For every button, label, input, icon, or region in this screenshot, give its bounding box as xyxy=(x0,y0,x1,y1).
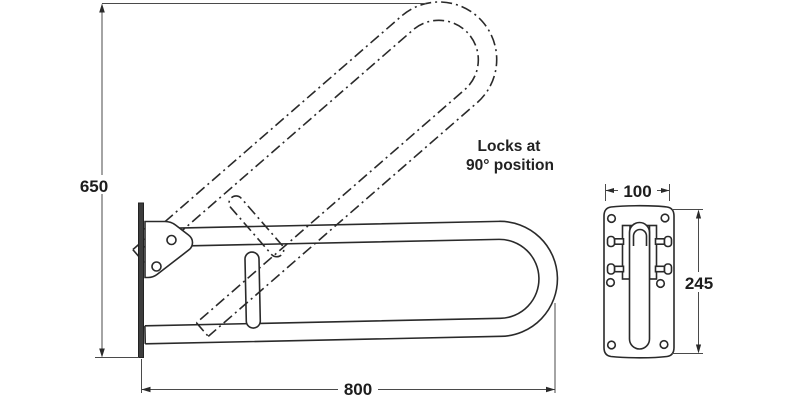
plate-hole-bottom-left xyxy=(606,340,617,350)
bar-tube-front xyxy=(628,221,651,350)
dimension-800-label: 800 xyxy=(344,380,372,399)
grab-bar-horizontal xyxy=(142,219,560,345)
plate-hole-mid-left xyxy=(605,277,616,288)
dimension-245-label: 245 xyxy=(685,274,713,293)
hinge-bolts xyxy=(606,235,673,275)
lock-annotation-line1: Locks at xyxy=(478,138,541,155)
lock-annotation-line2: 90° position xyxy=(466,157,554,174)
hinge-bracket xyxy=(144,220,194,279)
dimension-800: 800 xyxy=(141,303,556,399)
bar-tube-front-inner xyxy=(632,228,648,246)
dimension-100: 100 xyxy=(605,182,670,201)
dimension-650-label: 650 xyxy=(80,177,108,196)
side-view xyxy=(132,0,560,358)
dimension-245: 245 xyxy=(672,209,719,354)
hinge-bracket-hole-lower xyxy=(151,261,162,272)
hinge-bracket-hole-upper xyxy=(166,234,177,246)
dimension-650: 650 xyxy=(74,3,426,358)
lock-annotation: Locks at 90° position xyxy=(466,138,554,174)
wall-plate-side xyxy=(138,202,144,358)
dimension-100-label: 100 xyxy=(623,182,651,201)
plate-hole-bottom-right xyxy=(659,339,669,350)
grab-bar-raised-position xyxy=(132,0,522,338)
plate-hole-top-right xyxy=(660,213,670,223)
front-view xyxy=(603,204,675,359)
plate-hole-mid-right xyxy=(655,278,666,289)
plate-hole-top-left xyxy=(606,213,617,224)
